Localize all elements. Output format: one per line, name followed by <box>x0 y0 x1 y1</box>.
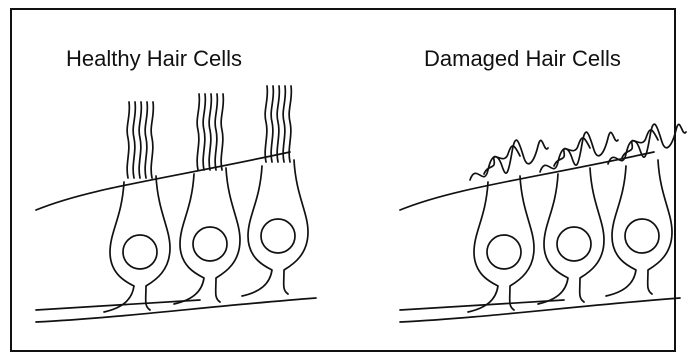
stereocilia-hair <box>277 86 279 162</box>
cell-nucleus <box>193 227 227 261</box>
nerve-fiber-upper <box>400 300 564 310</box>
hair-cell-body-left <box>538 174 568 304</box>
stereocilia-hair <box>215 94 217 170</box>
stereocilia-hair <box>203 94 205 170</box>
hair-cell-body-right <box>648 160 672 294</box>
membrane-line <box>400 152 654 210</box>
hair-cell-body-left <box>104 182 134 312</box>
stereocilia-hair <box>283 86 285 162</box>
damaged-panel <box>400 124 686 322</box>
cell-nucleus <box>123 235 157 269</box>
damaged-stereocilia-tuft <box>622 130 658 158</box>
hair-cell-body-right <box>284 160 308 294</box>
cell-nucleus <box>487 235 521 269</box>
stereocilia-hair <box>289 86 291 162</box>
hair-cell-body-left <box>468 182 498 312</box>
hair-cell-body-right <box>580 168 604 302</box>
stereocilia-hair <box>139 102 141 178</box>
stereocilia-hair <box>151 102 153 178</box>
hair-cell-body-left <box>242 166 272 296</box>
damaged-stereocilia-tuft <box>554 138 590 166</box>
nerve-fiber-upper <box>36 300 200 310</box>
cell-nucleus <box>261 219 295 253</box>
hair-cell-body-right <box>510 176 534 310</box>
damaged-stereocilia <box>470 140 548 180</box>
stereocilia-hair <box>197 94 199 170</box>
healthy-panel <box>36 86 316 322</box>
stereocilia-hair <box>127 102 129 178</box>
hair-cell-body-right <box>146 176 170 310</box>
cell-nucleus <box>625 219 659 253</box>
hair-cell-body-right <box>216 168 240 302</box>
stereocilia-hair <box>265 86 267 162</box>
damaged-stereocilia-tuft <box>484 146 520 174</box>
stereocilia-hair <box>145 102 147 178</box>
membrane-line <box>36 152 290 210</box>
stereocilia-hair <box>221 94 223 170</box>
damaged-stereocilia <box>540 132 618 172</box>
hair-cell-body-left <box>606 166 636 296</box>
damaged-stereocilia <box>608 124 686 164</box>
stereocilia-hair <box>271 86 273 162</box>
cell-nucleus <box>557 227 591 261</box>
stereocilia-hair <box>209 94 211 170</box>
hair-cell-body-left <box>174 174 204 304</box>
stereocilia-hair <box>133 102 135 178</box>
